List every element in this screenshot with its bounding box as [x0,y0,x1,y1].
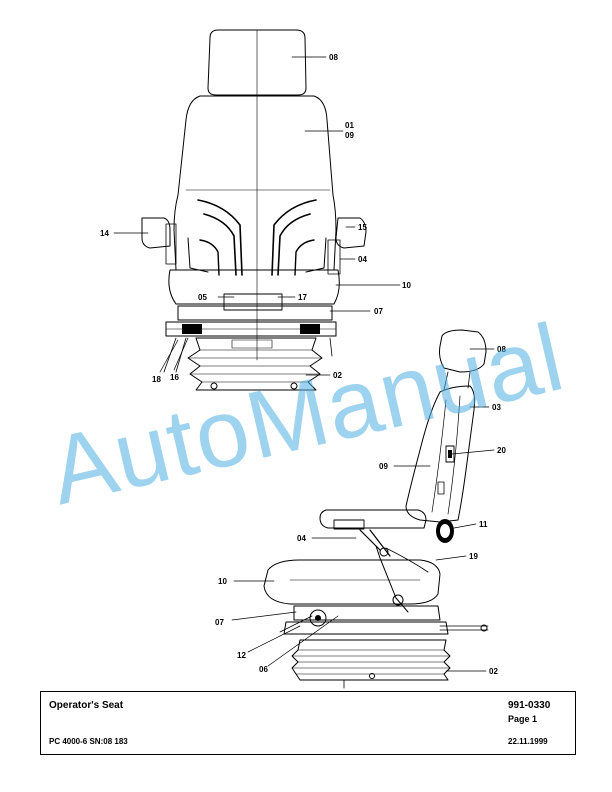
side-view [263,329,489,689]
leader-lines [113,56,495,672]
page-number: Page 1 [508,714,538,724]
callout-front-18: 18 [152,375,161,384]
callouts: 08 01 09 14 15 04 10 05 17 07 18 16 02 0… [100,53,506,676]
callout-side-20: 20 [497,446,506,455]
callout-front-16: 16 [170,373,179,382]
callout-side-12: 12 [237,651,246,660]
front-base-frame [177,305,333,321]
callout-front-02: 02 [333,371,342,380]
document-date: 22.11.1999 [508,737,548,746]
side-base-frame [293,605,441,621]
callout-front-17: 17 [298,293,307,302]
callout-front-09: 09 [345,131,354,140]
title-block: Operator's Seat 991-0330 Page 1 PC 4000-… [40,691,576,755]
callout-front-08: 08 [329,53,338,62]
callout-front-15: 15 [358,223,367,232]
front-seat-cushion [168,269,340,305]
callout-front-10: 10 [402,281,411,290]
callout-side-19: 19 [469,552,478,561]
front-view [141,29,367,391]
front-headrest [207,29,307,96]
callout-side-09: 09 [379,462,388,471]
callout-front-07: 07 [374,307,383,316]
side-suspension-bellows [291,639,451,681]
callout-side-02: 02 [489,667,498,676]
machine-model: PC 4000-6 SN:08 183 [49,737,128,746]
callout-side-11: 11 [479,520,488,529]
front-armrest-left [141,217,171,249]
side-headrest [439,329,487,373]
document-number: 991-0330 [508,700,551,711]
callout-front-14: 14 [100,229,109,238]
front-armrest-right [335,217,367,249]
callout-side-07: 07 [215,618,224,627]
side-seat-cushion [263,559,441,605]
side-armrest [319,509,427,529]
front-suspension-bellows [187,337,323,391]
callout-front-01: 01 [345,121,354,130]
callout-side-10: 10 [218,577,227,586]
callout-side-06: 06 [259,665,268,674]
callout-front-05: 05 [198,293,207,302]
callout-side-08: 08 [497,345,506,354]
front-backrest [173,95,337,271]
callout-front-04: 04 [358,255,367,264]
document-title: Operator's Seat [49,700,124,711]
callout-side-03: 03 [492,403,501,412]
callout-side-04: 04 [297,534,306,543]
